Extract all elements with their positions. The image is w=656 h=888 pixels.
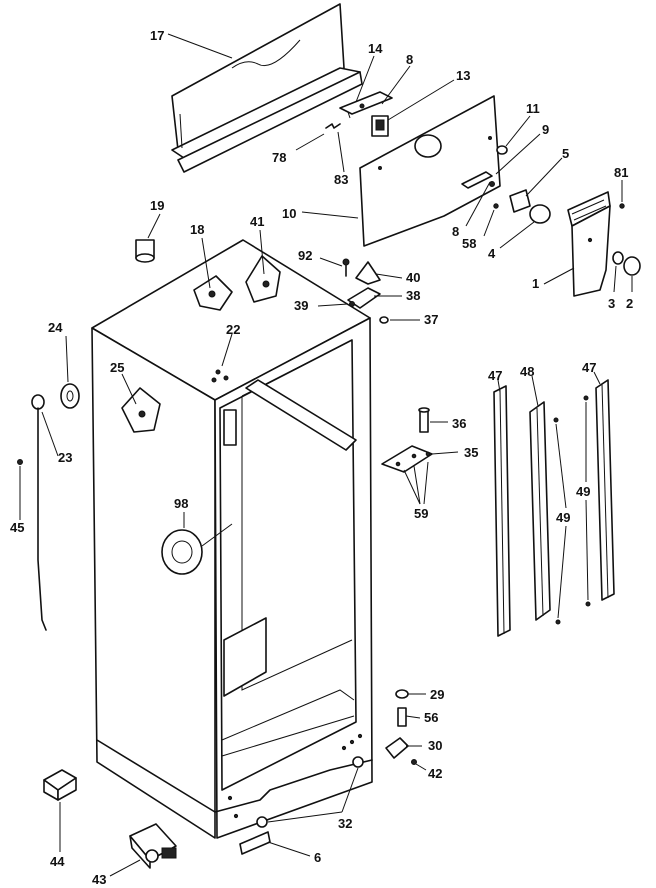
callout-10: 10 [282,206,296,221]
part-6-strip [239,831,271,855]
callout-78: 78 [272,150,286,165]
part-44-leveler [43,769,77,801]
callout-32: 32 [338,816,352,831]
part-41-hinge-plate [245,255,281,303]
callout-39: 39 [294,298,308,313]
callout-25: 25 [110,360,124,375]
callout-38: 38 [406,288,420,303]
part-43-roller-assembly [129,823,177,869]
callout-47: 47 [488,368,502,383]
part-2-cap [623,256,641,276]
part-49-screw [585,601,591,607]
part-42-screw [411,759,417,765]
callout-23: 23 [58,450,72,465]
part-92-screw [342,258,350,277]
callout-35: 35 [464,445,478,460]
part-3-washer [612,251,624,265]
part-32-plug [256,816,268,828]
part-1-handle [567,191,611,297]
part-49-screw [583,395,589,401]
part-19-bushing [135,239,155,263]
part-5-bracket [509,189,531,213]
part-32-plug [352,756,364,768]
callout-41: 41 [250,214,264,229]
callout-92: 92 [298,248,312,263]
callout-17: 17 [150,28,164,43]
part-35-bottom-hinge [381,445,433,473]
callout-19: 19 [150,198,164,213]
part-13-control [371,115,389,137]
part-14-bracket [339,91,393,119]
part-11-washer [496,145,508,155]
callout-59: 59 [414,506,428,521]
part-37-bushing [379,316,389,324]
part-30-bracket [385,737,409,759]
part-38-hinge-bracket [347,287,381,309]
part-23-rod [31,394,47,631]
callout-42: 42 [428,766,442,781]
callout-45: 45 [10,520,24,535]
part-10-rear-panel [359,95,501,247]
part-49-screw [553,417,559,423]
callout-11: 11 [526,101,540,116]
callout-58: 58 [462,236,476,251]
callout-48: 48 [520,364,534,379]
leader-lines [19,33,633,877]
callout-44: 44 [50,854,65,869]
callout-43: 43 [92,872,106,887]
part-9-lever [461,171,495,189]
callout-8: 8 [406,52,413,67]
callout-14: 14 [368,41,383,56]
part-17-top-shelf [171,3,363,173]
part-18-hinge-plate [193,275,233,311]
part-25-hinge-plate [121,387,161,433]
callout-18: 18 [190,222,204,237]
callout-98: 98 [174,496,188,511]
part-36-pin [418,407,430,433]
callout-6: 6 [314,850,321,865]
callout-13: 13 [456,68,470,83]
part-39-screw [349,301,355,307]
callout-5: 5 [562,146,569,161]
part-29-washer [395,689,409,699]
callout-47: 47 [582,360,596,375]
callout-24: 24 [48,320,63,335]
part-98-grommet [161,529,203,575]
part-4-disc [529,204,551,224]
callout-81: 81 [614,165,628,180]
part-47-trim-strip-left [493,385,511,637]
part-58-screw [493,203,499,209]
callout-2: 2 [626,296,633,311]
part-24-grommet [60,383,80,409]
callout-labels: 17 14 8 13 11 9 5 81 78 83 10 8 58 4 1 3… [10,28,633,887]
callout-29: 29 [430,687,444,702]
part-56-stud [397,707,407,727]
callout-49: 49 [556,510,570,525]
part-48-trim-strip [529,401,551,621]
callout-9: 9 [542,122,549,137]
callout-1: 1 [532,276,539,291]
callout-22: 22 [226,322,240,337]
callout-83: 83 [334,172,348,187]
callout-4: 4 [488,246,496,261]
callout-56: 56 [424,710,438,725]
part-47-trim-strip-right [595,379,615,601]
part-81-screw [619,203,625,209]
callout-8: 8 [452,224,459,239]
part-49-screw [555,619,561,625]
callout-37: 37 [424,312,438,327]
callout-36: 36 [452,416,466,431]
callout-49: 49 [576,484,590,499]
callout-40: 40 [406,270,420,285]
part-45-screw [17,459,23,465]
cabinet [91,239,373,839]
part-78-clip [325,123,341,129]
callout-3: 3 [608,296,615,311]
part-40-hinge [355,261,381,285]
callout-30: 30 [428,738,442,753]
